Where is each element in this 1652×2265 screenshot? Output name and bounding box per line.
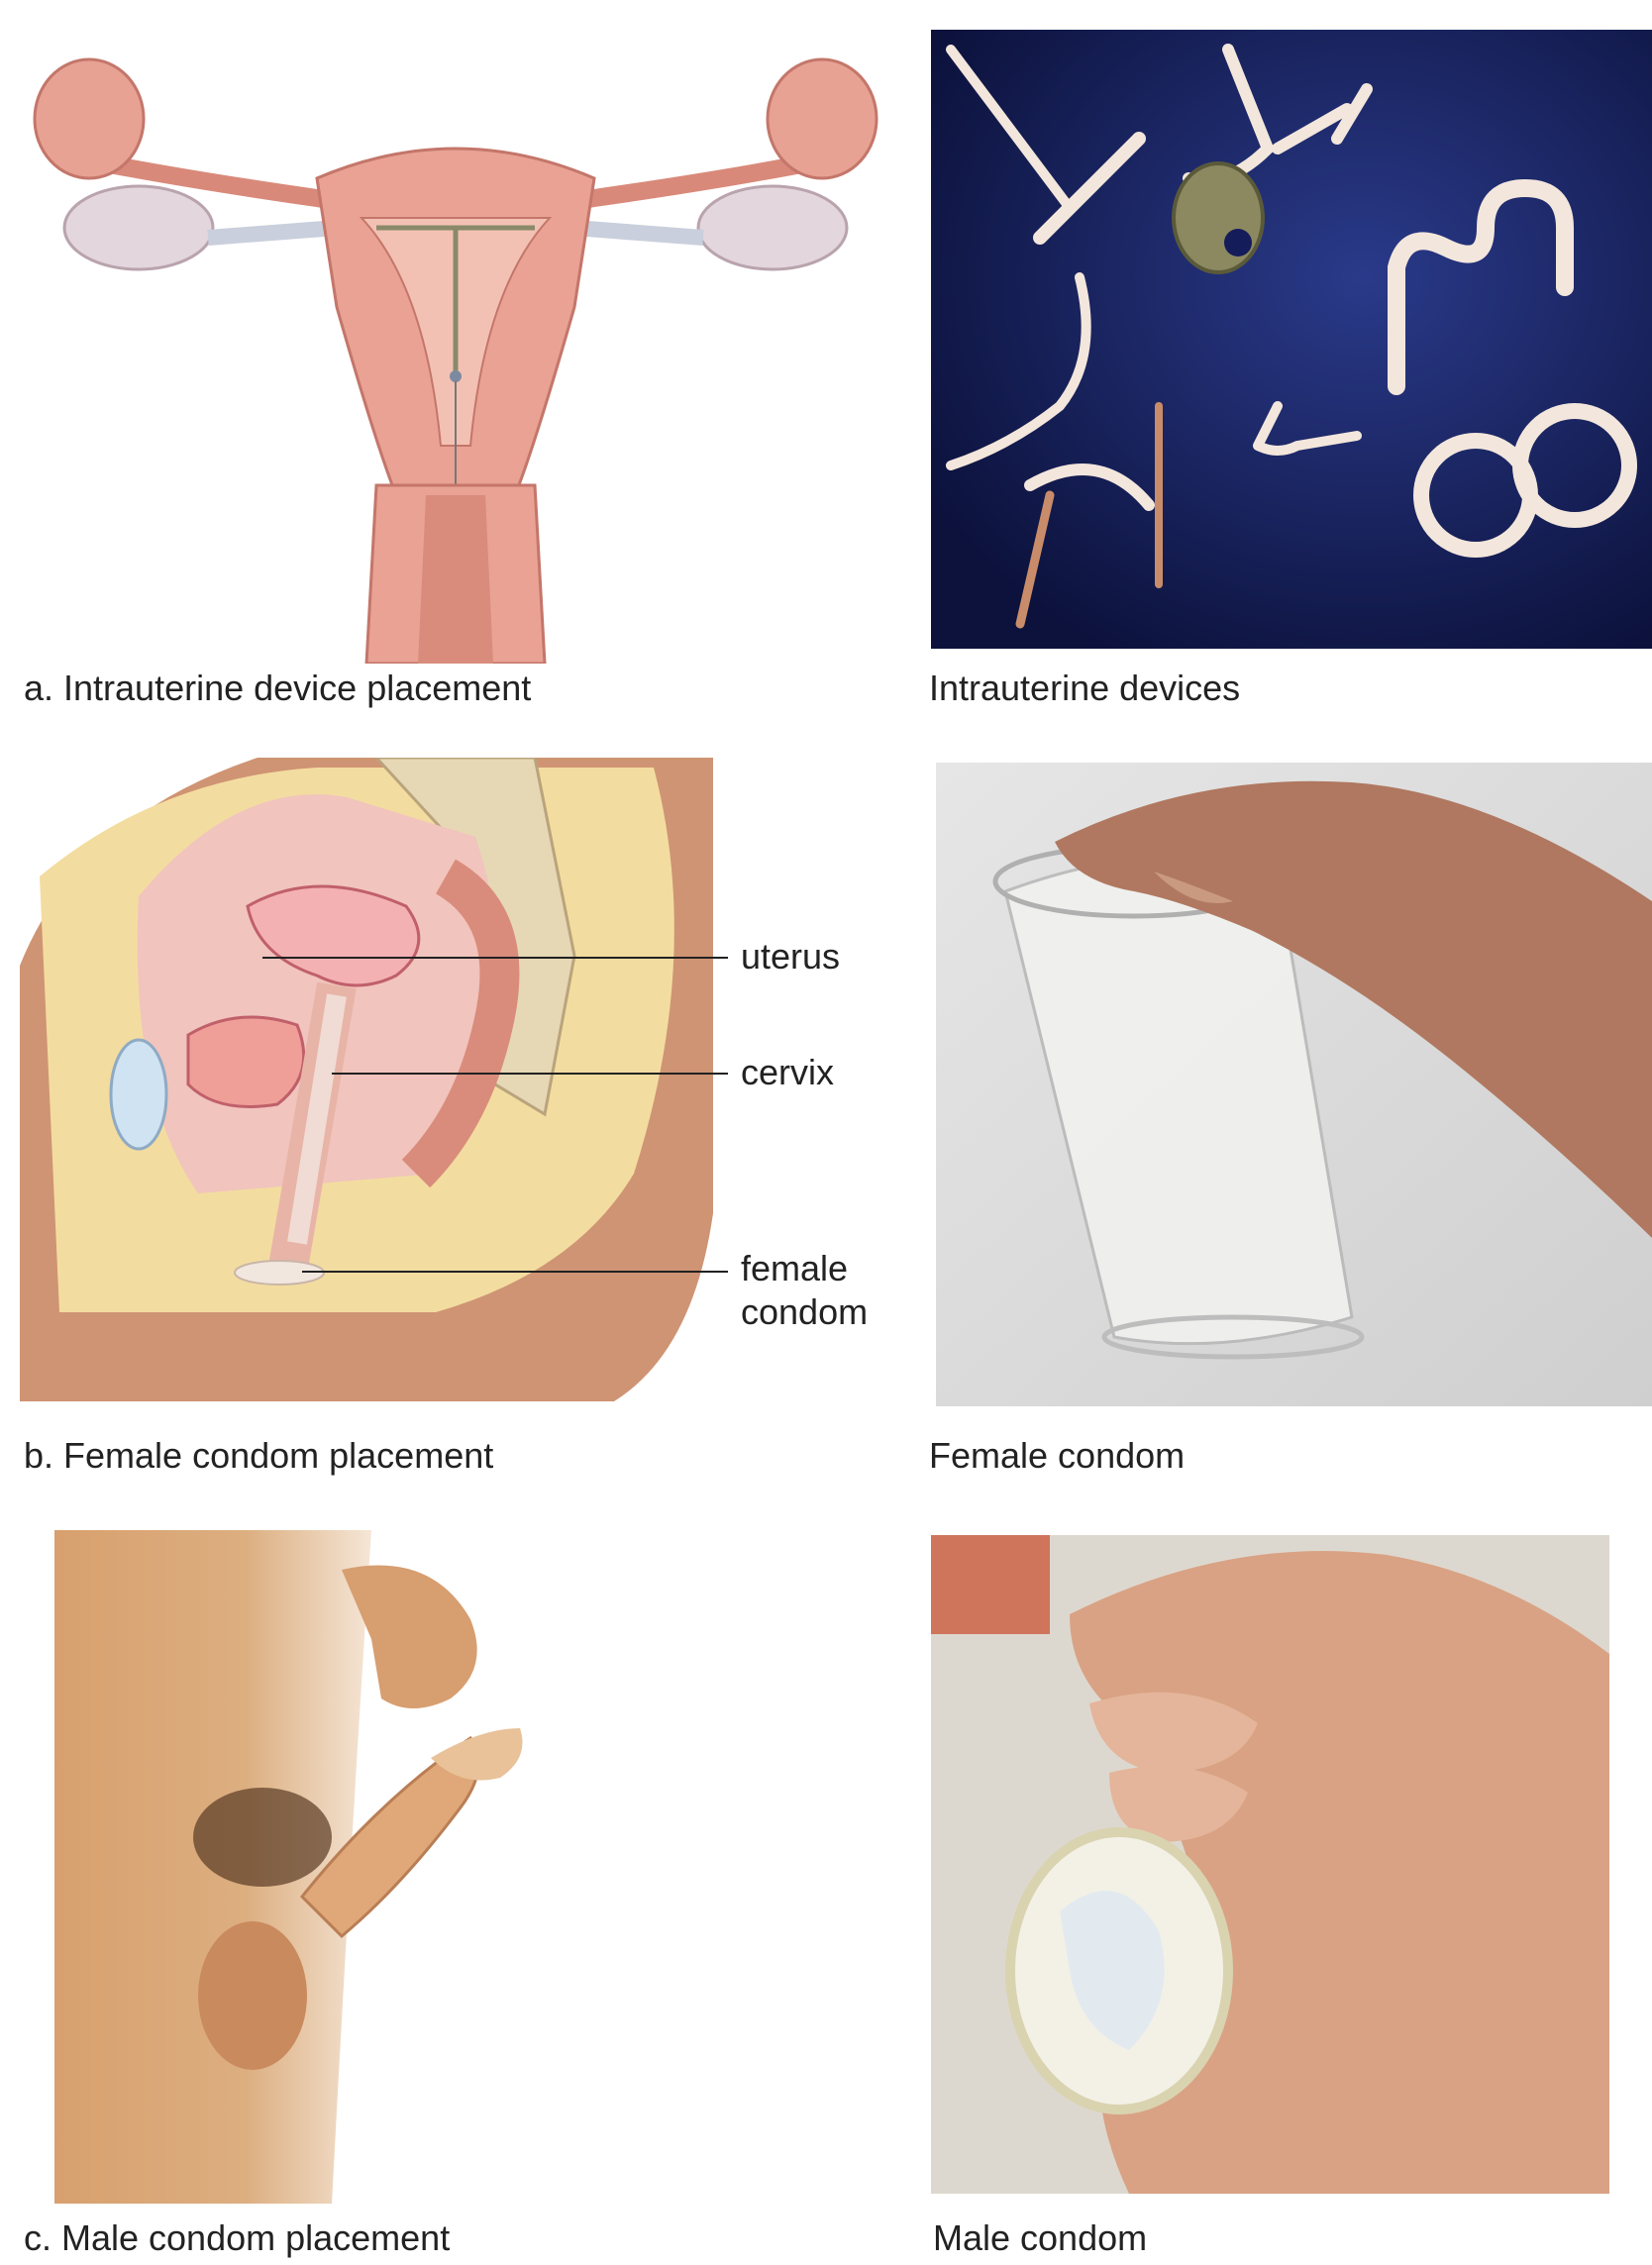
female-condom-photo [936, 763, 1652, 1406]
iud-placement-illustration [20, 30, 891, 664]
male-condom-placement-illustration [54, 1530, 609, 2204]
label-female-condom-line2: condom [741, 1291, 869, 1332]
male-condom-photo [931, 1535, 1609, 2194]
caption-iud-photo: Intrauterine devices [929, 668, 1241, 708]
label-uterus: uterus [741, 936, 841, 977]
label-cervix: cervix [741, 1052, 835, 1092]
caption-iud-placement: a. Intrauterine device placement [24, 668, 532, 708]
iud-photo [931, 30, 1652, 649]
caption-male-condom-placement: c. Male condom placement [24, 2217, 451, 2258]
cervix-leader-line [332, 1073, 728, 1075]
caption-female-condom-placement: b. Female condom placement [24, 1435, 494, 1476]
female-condom-leader-line [302, 1271, 728, 1273]
female-condom-placement-illustration [20, 758, 713, 1406]
uterus-leader-line [262, 957, 728, 959]
caption-male-condom-photo: Male condom [933, 2217, 1148, 2258]
caption-female-condom-photo: Female condom [929, 1435, 1186, 1476]
label-female-condom-line1: female [741, 1248, 849, 1288]
